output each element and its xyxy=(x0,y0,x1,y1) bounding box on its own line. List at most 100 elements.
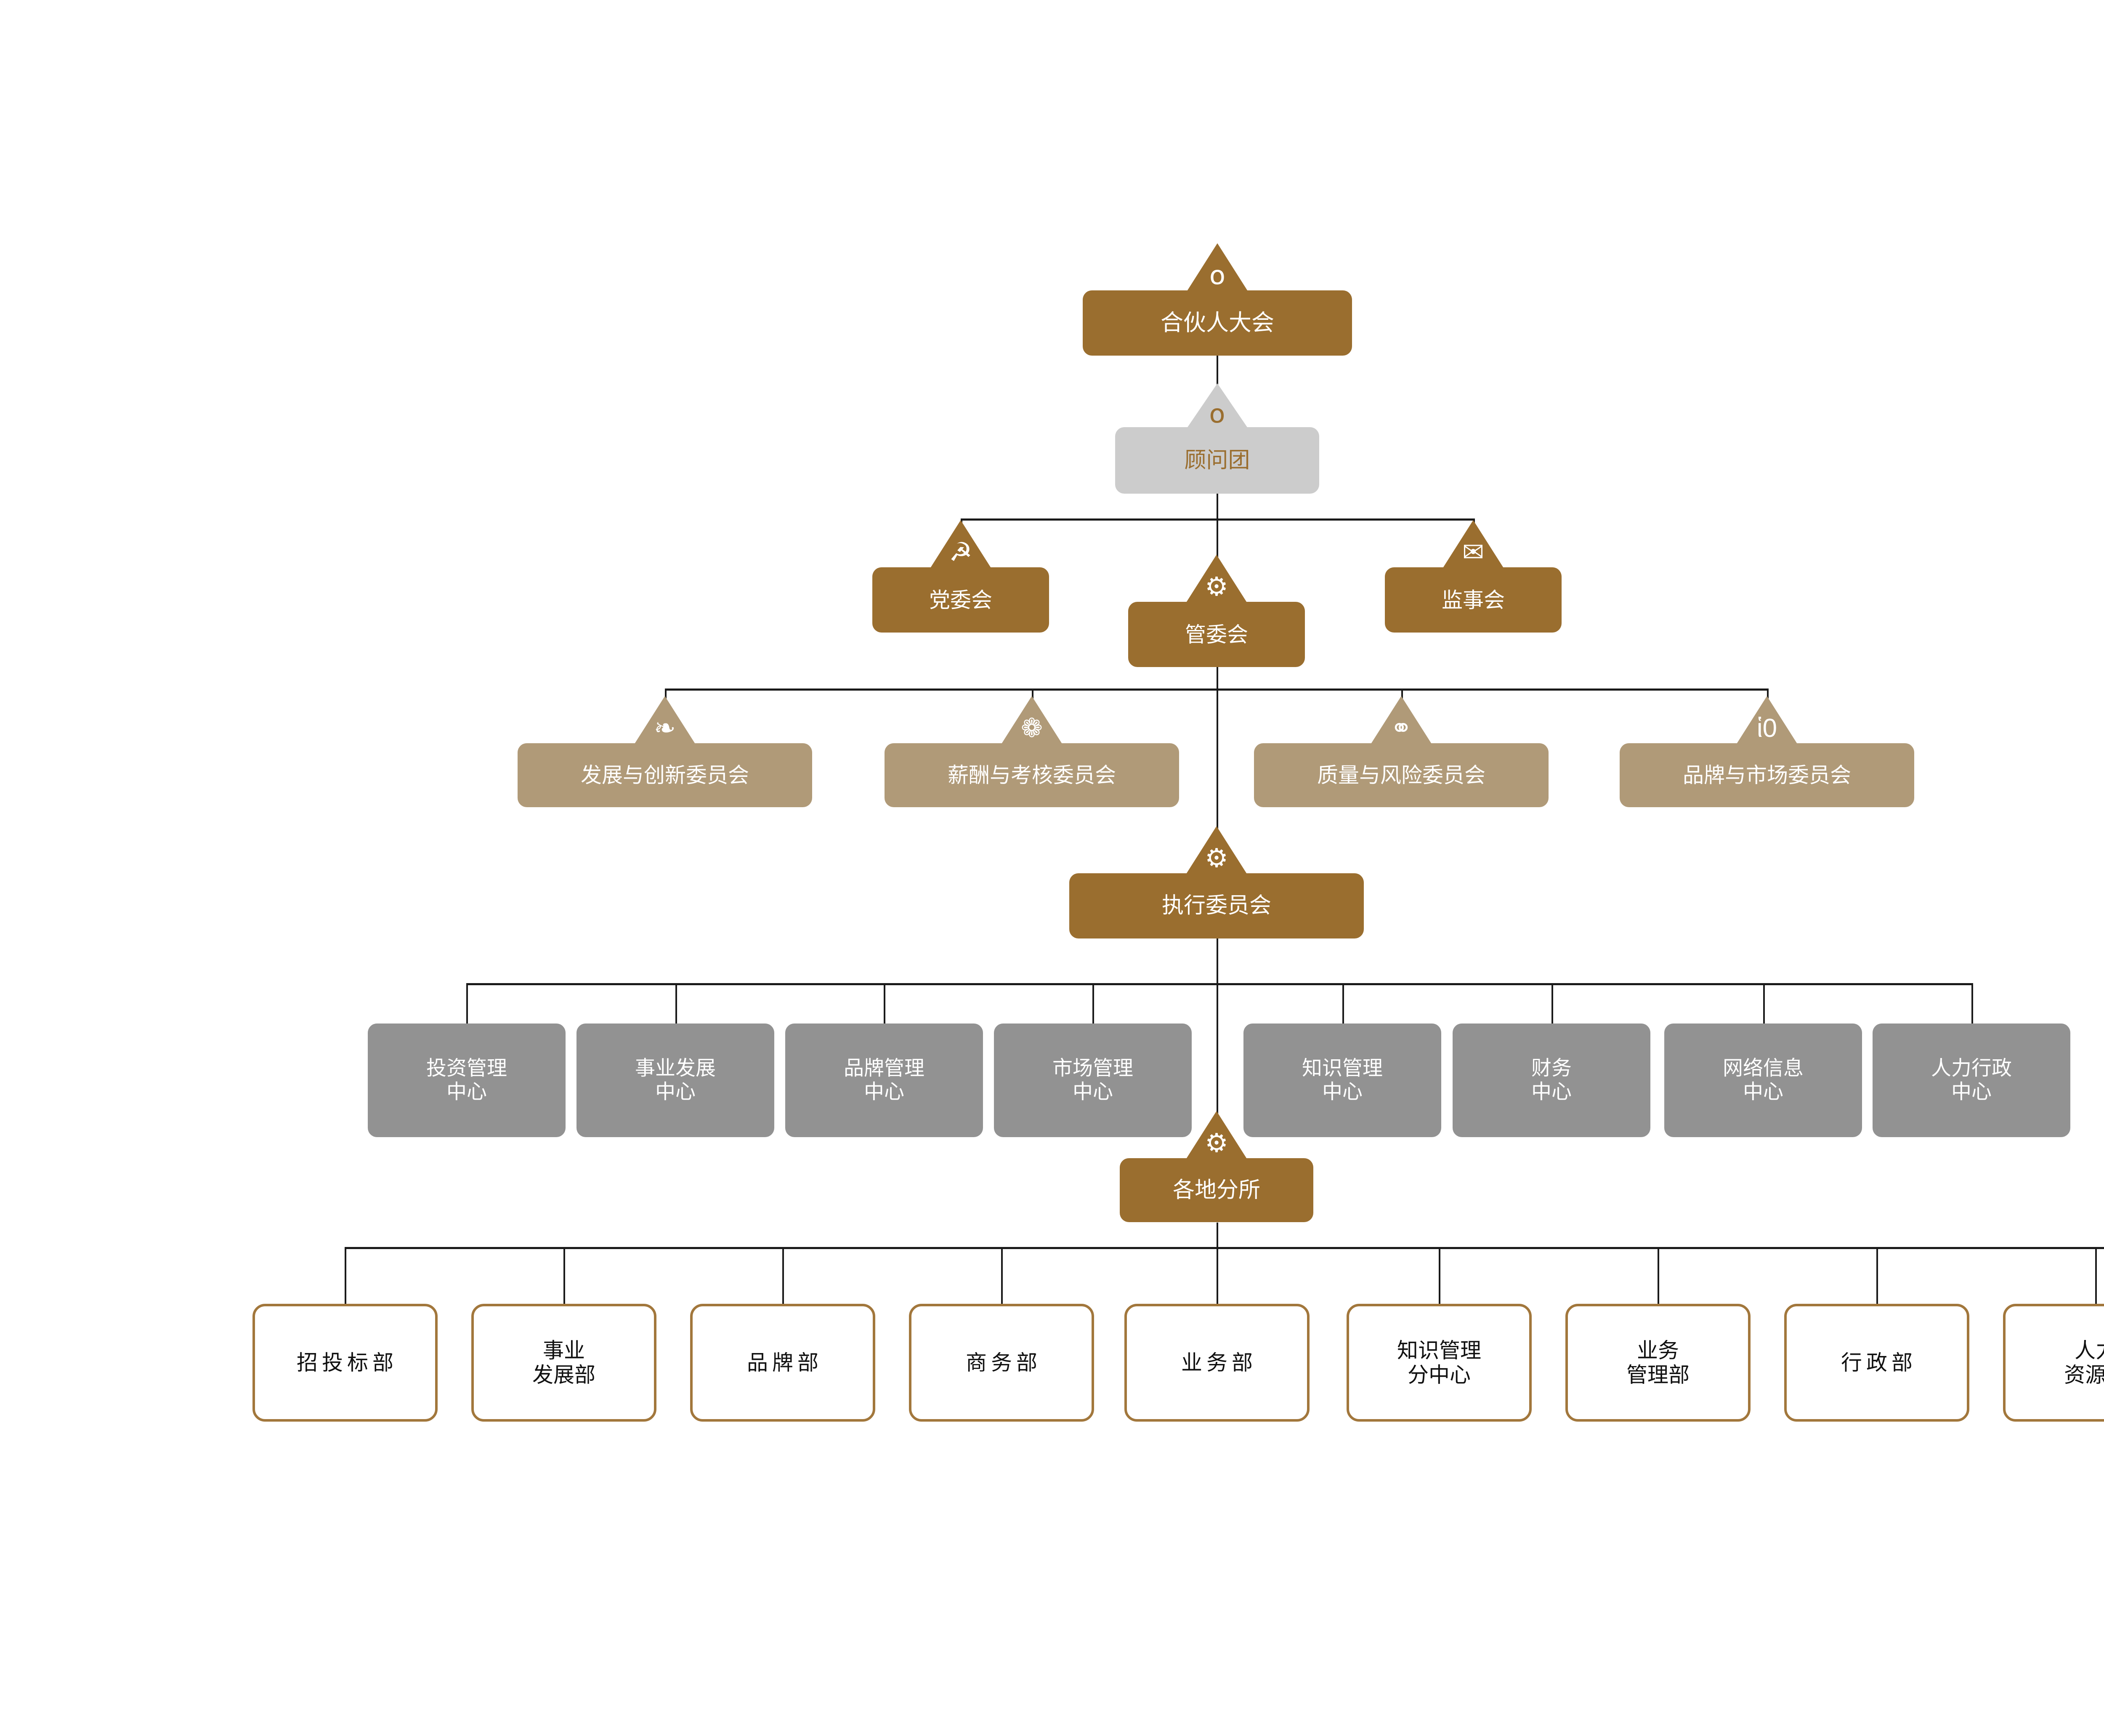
node-brand-market-committee-label: 品牌与市场委员会 xyxy=(1683,763,1851,787)
node-center-network-information[interactable]: 网络信息 中心 xyxy=(1664,1024,1862,1137)
node-dept-operations-management[interactable]: 业务 管理部 xyxy=(1565,1304,1751,1422)
connector-to-department-5 xyxy=(1217,1247,1218,1305)
envelope-icon: ✉ xyxy=(1442,520,1505,570)
connector-to-department-4 xyxy=(1001,1247,1003,1305)
node-development-innovation-committee[interactable]: ❧ 发展与创新委员会 xyxy=(518,696,812,807)
node-dept-administration[interactable]: 行政部 xyxy=(1784,1304,1969,1422)
node-center-market-management[interactable]: 市场管理 中心 xyxy=(994,1024,1192,1137)
node-center-knowledge-management-label: 知识管理 中心 xyxy=(1302,1057,1383,1103)
connector-to-center-2 xyxy=(675,983,677,1024)
node-center-brand-management[interactable]: 品牌管理 中心 xyxy=(785,1024,983,1137)
node-center-finance[interactable]: 财务 中心 xyxy=(1453,1024,1650,1137)
node-regional-branches[interactable]: ⚙ 各地分所 xyxy=(1120,1111,1313,1222)
node-dept-business-development[interactable]: 事业 发展部 xyxy=(471,1304,656,1422)
node-advisory-board-label: 顾问团 xyxy=(1184,448,1250,473)
connector-to-department-9 xyxy=(2095,1247,2097,1305)
leaf-icon-glyph: ❧ xyxy=(654,714,676,743)
connector-to-department-7 xyxy=(1658,1247,1659,1305)
node-advisory-board[interactable]: ໐ 顾问团 xyxy=(1115,383,1319,494)
gear-icon: ⚙ xyxy=(1185,555,1248,604)
node-center-business-development[interactable]: 事业发展 中心 xyxy=(576,1024,774,1137)
person-icon: ໐ xyxy=(1185,383,1249,430)
leaf-icon: ❧ xyxy=(633,696,696,746)
node-partner-assembly-label: 合伙人大会 xyxy=(1161,310,1274,336)
node-center-knowledge-management[interactable]: 知识管理 中心 xyxy=(1243,1024,1441,1137)
envelope-icon-glyph: ✉ xyxy=(1462,538,1484,567)
node-compensation-appraisal-committee-label: 薪酬与考核委员会 xyxy=(948,763,1116,787)
node-compensation-appraisal-committee[interactable]: ❁ 薪酬与考核委员会 xyxy=(885,696,1179,807)
node-dept-brand[interactable]: 品牌部 xyxy=(690,1304,875,1422)
person-icon-glyph: ໐ xyxy=(1209,399,1226,428)
node-dept-commerce-label: 商务部 xyxy=(966,1351,1041,1374)
connector-mgmt-down xyxy=(1217,665,1218,689)
node-center-hr-administration-label: 人力行政 中心 xyxy=(1931,1057,2012,1103)
connector-to-center-1 xyxy=(466,983,468,1024)
connector-to-branches xyxy=(1217,983,1218,1135)
link-chain-icon-glyph: ⚭ xyxy=(1390,714,1412,743)
node-brand-market-committee[interactable]: ἱ0 品牌与市场委员会 xyxy=(1620,696,1914,807)
globe-grid-icon-glyph: ❁ xyxy=(1021,714,1043,743)
gear-icon-glyph: ⚙ xyxy=(1205,572,1228,601)
globe-icon: ἱ0 xyxy=(1735,696,1798,746)
node-executive-committee-label: 执行委员会 xyxy=(1161,893,1271,918)
node-center-finance-label: 财务 中心 xyxy=(1531,1057,1572,1103)
node-dept-brand-label: 品牌部 xyxy=(747,1351,823,1374)
group-people-icon: ໐ xyxy=(1186,243,1249,293)
node-center-market-management-label: 市场管理 中心 xyxy=(1052,1057,1133,1103)
node-center-network-information-label: 网络信息 中心 xyxy=(1722,1057,1804,1103)
connector-to-center-7 xyxy=(1763,983,1765,1024)
globe-icon-glyph: ἱ0 xyxy=(1756,714,1777,743)
connector-to-center-8 xyxy=(1971,983,1973,1024)
node-dept-business-development-label: 事业 发展部 xyxy=(532,1339,595,1387)
node-party-committee-label: 党委会 xyxy=(929,588,992,612)
node-party-committee[interactable]: ☭ 党委会 xyxy=(872,520,1049,633)
node-executive-committee[interactable]: ⚙ 执行委员会 xyxy=(1069,826,1364,938)
connector-to-center-3 xyxy=(884,983,885,1024)
node-development-innovation-committee-label: 发展与创新委员会 xyxy=(581,763,749,787)
connector-centers-bus xyxy=(466,983,1971,985)
node-dept-bidding[interactable]: 招投标部 xyxy=(252,1304,438,1422)
node-center-business-development-label: 事业发展 中心 xyxy=(635,1057,716,1103)
node-supervisory-board[interactable]: ✉ 监事会 xyxy=(1385,520,1562,633)
connector-to-department-2 xyxy=(563,1247,565,1305)
connector-advisory-down xyxy=(1217,492,1218,520)
node-dept-operations-label: 业务部 xyxy=(1181,1351,1257,1374)
node-quality-risk-committee-label: 质量与风险委员会 xyxy=(1317,763,1485,787)
node-dept-knowledge-management-subcenter-label: 知识管理 分中心 xyxy=(1397,1339,1481,1387)
node-dept-human-resources[interactable]: 人力 资源部 xyxy=(2003,1304,2104,1422)
node-dept-operations-management-label: 业务 管理部 xyxy=(1626,1339,1690,1387)
connector-executive-down xyxy=(1217,938,1218,985)
connector-to-center-6 xyxy=(1551,983,1553,1024)
node-center-brand-management-label: 品牌管理 中心 xyxy=(843,1057,924,1103)
node-management-committee-label: 管委会 xyxy=(1185,622,1248,646)
node-partner-assembly[interactable]: ໐ 合伙人大会 xyxy=(1083,243,1352,356)
connector-to-department-1 xyxy=(345,1247,346,1305)
node-dept-bidding-label: 招投标部 xyxy=(297,1351,398,1374)
node-dept-administration-label: 行政部 xyxy=(1841,1351,1917,1374)
node-dept-operations[interactable]: 业务部 xyxy=(1124,1304,1310,1422)
hammer-sickle-icon-glyph: ☭ xyxy=(949,538,972,567)
group-people-icon-glyph: ໐ xyxy=(1209,261,1226,290)
gear-icon-glyph: ⚙ xyxy=(1205,844,1228,873)
node-supervisory-board-label: 监事会 xyxy=(1442,588,1505,612)
connector-departments-bus xyxy=(345,1247,2104,1249)
node-regional-branches-label: 各地分所 xyxy=(1172,1178,1260,1202)
gear-icon: ⚙ xyxy=(1185,826,1248,876)
node-center-investment-management-label: 投资管理 中心 xyxy=(426,1057,507,1103)
connector-to-department-8 xyxy=(1876,1247,1878,1305)
hammer-sickle-icon: ☭ xyxy=(929,520,992,570)
node-quality-risk-committee[interactable]: ⚭ 质量与风险委员会 xyxy=(1254,696,1549,807)
gear-icon-glyph: ⚙ xyxy=(1205,1129,1228,1158)
connector-to-executive xyxy=(1217,689,1218,844)
node-center-hr-administration[interactable]: 人力行政 中心 xyxy=(1873,1024,2070,1137)
node-dept-human-resources-label: 人力 资源部 xyxy=(2064,1339,2104,1387)
node-management-committee[interactable]: ⚙ 管委会 xyxy=(1128,555,1305,667)
globe-grid-icon: ❁ xyxy=(1000,696,1063,746)
connector-to-center-4 xyxy=(1092,983,1094,1024)
node-dept-commerce[interactable]: 商务部 xyxy=(909,1304,1094,1422)
link-chain-icon: ⚭ xyxy=(1370,696,1433,746)
node-center-investment-management[interactable]: 投资管理 中心 xyxy=(368,1024,566,1137)
node-dept-knowledge-management-subcenter[interactable]: 知识管理 分中心 xyxy=(1347,1304,1532,1422)
connector-to-department-6 xyxy=(1439,1247,1440,1305)
